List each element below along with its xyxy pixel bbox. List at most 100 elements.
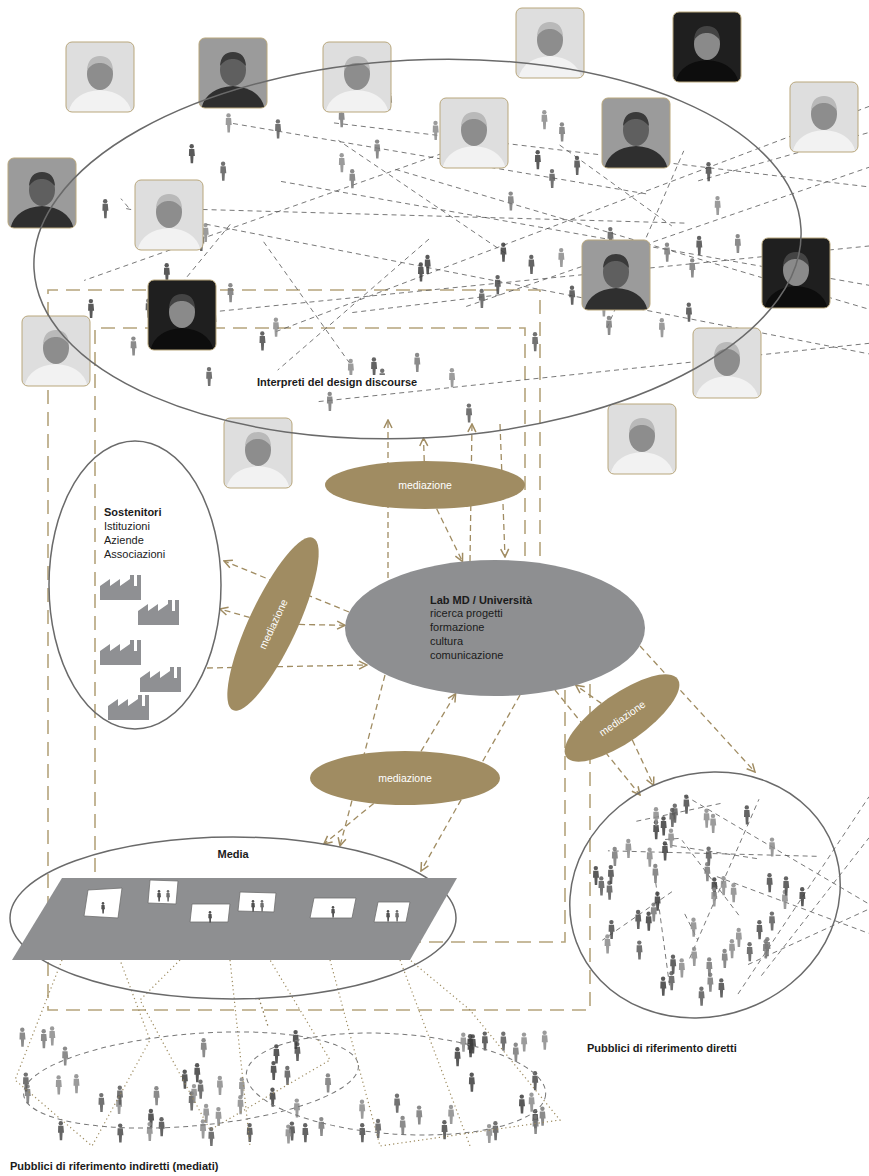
figure-head <box>706 847 710 851</box>
figure-head <box>613 847 617 851</box>
figure-head <box>154 1086 158 1090</box>
figure-head <box>415 353 419 357</box>
figure-head <box>654 807 658 811</box>
portrait-shoulders <box>137 228 201 250</box>
figure-head <box>730 939 734 943</box>
person-figure <box>569 286 575 305</box>
portrait-photo <box>135 180 203 252</box>
figure-body <box>569 290 575 304</box>
figure-body <box>285 1071 291 1085</box>
node-outline <box>345 560 645 696</box>
figure-body <box>208 1132 214 1146</box>
portrait-image <box>673 12 741 82</box>
figure-head <box>501 1032 505 1036</box>
portrait-hair <box>623 112 649 126</box>
figure-head <box>419 262 423 266</box>
figure-head <box>207 367 211 371</box>
figure-body <box>374 144 380 158</box>
portrait-image <box>790 82 858 152</box>
figure-head <box>159 1117 163 1121</box>
person-figure <box>661 816 667 835</box>
figure-body <box>662 846 668 860</box>
figure-body <box>293 1035 299 1049</box>
person-figure <box>540 1107 546 1126</box>
person-figure <box>359 1123 365 1142</box>
figure-body <box>799 892 805 906</box>
figure-head <box>483 1031 487 1035</box>
figure-head <box>209 911 212 914</box>
person-figure <box>20 1028 26 1047</box>
figure-body <box>696 241 702 255</box>
person-figure <box>707 973 713 992</box>
figure-head <box>59 1121 63 1125</box>
figure-head <box>719 978 723 982</box>
figure-head <box>89 299 93 303</box>
connector-arrow <box>437 509 463 562</box>
person-figure <box>493 1121 499 1140</box>
portrait-photo <box>516 8 584 80</box>
person-figure <box>339 153 345 172</box>
figure-head <box>56 1075 60 1079</box>
figure-head <box>183 1070 187 1074</box>
figure-body <box>605 939 611 953</box>
figure-head <box>303 1123 307 1127</box>
figure-body <box>719 983 725 997</box>
person-figure <box>765 937 771 956</box>
figure-body <box>731 888 737 902</box>
label-slot: Media <box>218 844 249 862</box>
person-figure <box>783 876 789 895</box>
person-figure <box>662 841 668 860</box>
figure-body <box>535 155 541 169</box>
person-figure <box>482 1031 488 1050</box>
figure-head <box>417 1105 421 1109</box>
person-figure <box>486 1124 492 1143</box>
person-figure <box>191 1084 197 1103</box>
mediation-ellipse: mediazione <box>325 461 525 509</box>
figure-head <box>691 918 695 922</box>
figure-body <box>519 1099 525 1113</box>
portrait-frame <box>693 328 761 398</box>
network-line <box>748 909 869 964</box>
person-figure <box>166 890 170 902</box>
person-figure <box>251 900 255 912</box>
figure-head <box>609 920 613 924</box>
figure-head <box>673 804 677 808</box>
portrait-image <box>8 158 76 228</box>
figure-body <box>166 893 170 902</box>
person-figure <box>325 1073 331 1092</box>
figure-head <box>575 156 579 160</box>
node-label: mediazione <box>398 478 452 492</box>
figure-body <box>612 852 618 866</box>
person-figure <box>769 911 775 930</box>
figure-body <box>706 962 712 976</box>
figure-head <box>542 110 546 114</box>
mediated-ray <box>140 960 330 1130</box>
figure-head <box>692 947 696 951</box>
connector-arrow <box>324 803 374 844</box>
person-figure <box>710 814 716 833</box>
person-figure <box>469 1073 475 1092</box>
figure-body <box>182 1074 188 1088</box>
figure-body <box>769 842 775 856</box>
figure-head <box>767 873 771 877</box>
node-label: Media <box>218 847 249 861</box>
figure-head <box>350 169 354 173</box>
figure-head <box>274 1044 278 1048</box>
person-figure <box>226 113 232 132</box>
person-figure <box>414 353 420 372</box>
portrait-image <box>608 404 676 474</box>
portrait-image <box>762 238 830 308</box>
person-figure <box>660 977 666 996</box>
person-figure <box>669 808 675 827</box>
network-line <box>560 145 672 226</box>
figure-head <box>295 1098 299 1102</box>
portrait-photo <box>224 418 292 490</box>
figure-body <box>99 1098 105 1112</box>
figure-body <box>706 851 712 865</box>
portrait-photo <box>762 238 830 310</box>
figure-head <box>495 275 499 279</box>
portrait-image <box>602 98 670 168</box>
figure-body <box>208 914 212 923</box>
person-figure <box>449 368 455 387</box>
figure-head <box>522 1032 526 1036</box>
